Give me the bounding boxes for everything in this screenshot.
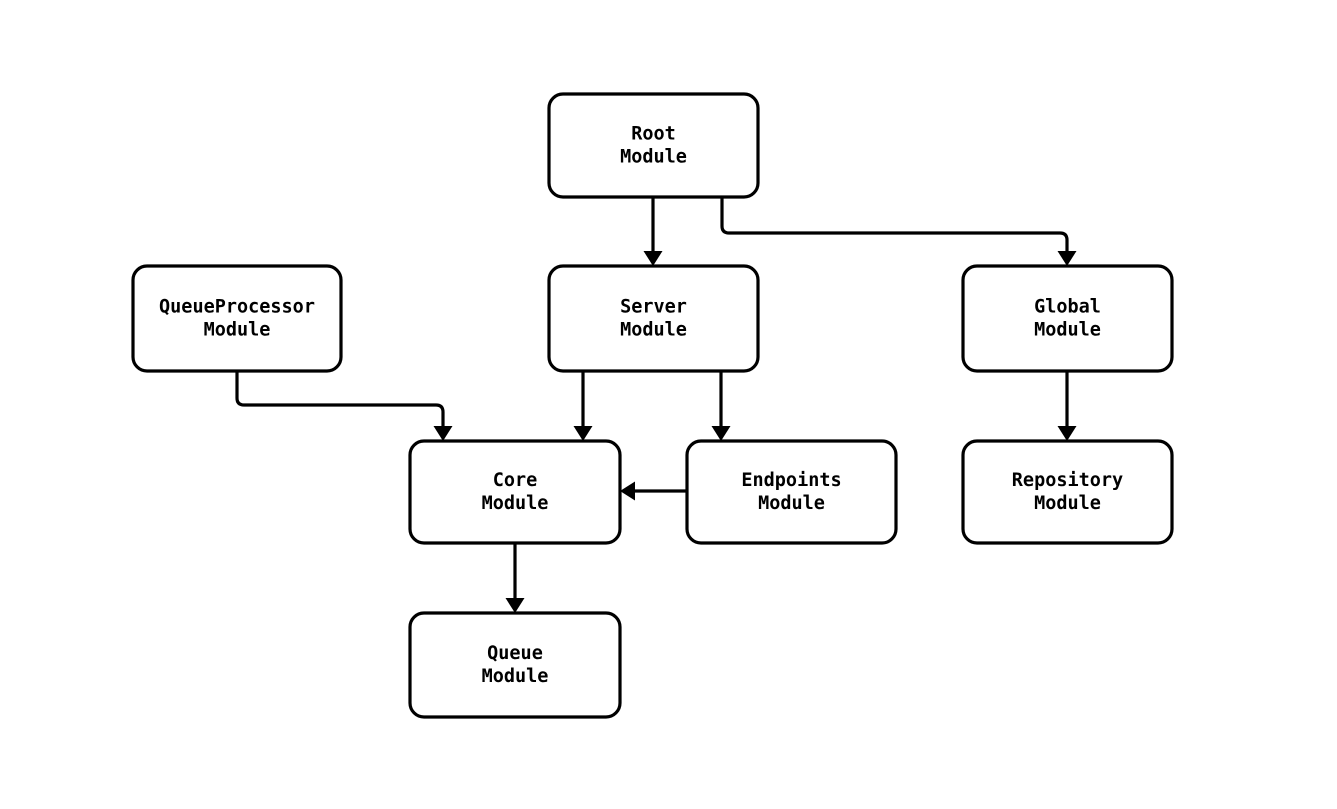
nodes-layer: RootModuleQueueProcessorModuleServerModu…: [131, 92, 1174, 719]
edges-layer: [235, 197, 1077, 613]
edge-queueprocessor-to-core: [235, 371, 453, 441]
global-module-node-label-line1: Global: [1034, 297, 1101, 318]
edge-queueprocessor-to-core-arrowhead: [433, 426, 453, 441]
edge-server-to-endpoints: [711, 371, 731, 441]
queue-module-node-label-line1: Queue: [487, 643, 543, 664]
global-module-node-box[interactable]: [961, 264, 1174, 373]
edge-global-to-repository-arrowhead: [1057, 426, 1077, 441]
server-module-node-label-line1: Server: [620, 297, 687, 318]
repository-module-node-box[interactable]: [961, 439, 1174, 545]
edge-server-to-core: [573, 371, 593, 441]
edge-root-to-server: [643, 197, 663, 266]
edge-endpoints-to-core-arrowhead: [620, 481, 635, 501]
edge-queueprocessor-to-core-line: [235, 371, 445, 427]
queueprocessor-module-node-label-line2: Module: [204, 320, 271, 341]
queueprocessor-module-node-label-line1: QueueProcessor: [159, 297, 315, 318]
edge-server-to-core-arrowhead: [573, 426, 593, 441]
core-module-node-box[interactable]: [408, 439, 622, 545]
edge-global-to-repository: [1057, 371, 1077, 441]
root-module-node-box[interactable]: [547, 92, 760, 199]
edge-root-to-global-line: [720, 197, 1069, 252]
repository-module-node-label-line2: Module: [1034, 493, 1101, 514]
server-module-node-box[interactable]: [547, 264, 760, 373]
edge-server-to-endpoints-arrowhead: [711, 426, 731, 441]
server-module-node-label-line2: Module: [620, 320, 687, 341]
core-module-node-label-line1: Core: [493, 470, 538, 491]
endpoints-module-node-label-line2: Module: [758, 493, 825, 514]
root-module-node-label-line2: Module: [620, 147, 687, 168]
root-module-node-label-line1: Root: [631, 124, 676, 145]
queue-module-node-box[interactable]: [408, 611, 622, 719]
core-module-node-label-line2: Module: [482, 493, 549, 514]
endpoints-module-node-label-line1: Endpoints: [741, 470, 841, 491]
edge-endpoints-to-core: [620, 481, 687, 501]
endpoints-module-node-box[interactable]: [685, 439, 898, 545]
global-module-node-label-line2: Module: [1034, 320, 1101, 341]
edge-root-to-global-arrowhead: [1057, 251, 1077, 266]
edge-root-to-global: [720, 197, 1077, 266]
edge-core-to-queue: [505, 543, 525, 613]
queueprocessor-module-node-box[interactable]: [131, 264, 343, 373]
repository-module-node-label-line1: Repository: [1012, 470, 1123, 491]
queue-module-node-label-line2: Module: [482, 666, 549, 687]
edge-core-to-queue-arrowhead: [505, 598, 525, 613]
edge-root-to-server-arrowhead: [643, 251, 663, 266]
